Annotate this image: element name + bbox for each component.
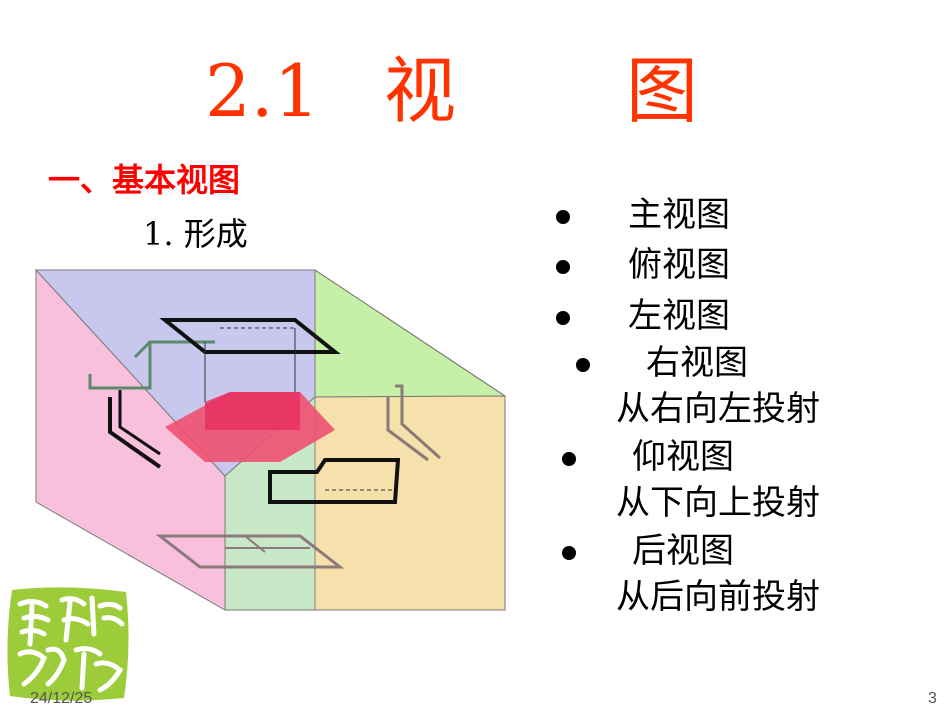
slide-title: 2.1 视 图: [0, 46, 950, 136]
list-item: 右视图: [646, 343, 748, 383]
title-char-1: 视: [384, 49, 457, 133]
section-heading: 一、基本视图: [48, 161, 241, 199]
list-item: 左视图: [628, 296, 730, 336]
title-char-2: 图: [626, 49, 699, 133]
bullet-dot-2: [556, 260, 570, 274]
list-item: 仰视图: [632, 437, 734, 477]
projection-box-figure: [34, 268, 506, 612]
bullet-dot-3: [556, 311, 570, 325]
list-item: 主视图: [628, 195, 730, 235]
bullet-dot-6: [562, 546, 576, 560]
bullet-dot-5: [562, 452, 576, 466]
title-number: 2.1: [205, 49, 320, 133]
page-number: 3: [928, 690, 937, 707]
subheading: 1. 形成: [143, 215, 248, 253]
list-item-note: 从后向前投射: [616, 577, 820, 617]
logo: [7, 587, 129, 701]
list-item-note: 从下向上投射: [616, 483, 820, 523]
list-item: 俯视图: [628, 245, 730, 285]
footer-date: 24/12/25: [30, 690, 93, 707]
bullet-dot-4: [576, 358, 590, 372]
list-item: 后视图: [632, 531, 734, 571]
bullet-dot-1: [556, 210, 570, 224]
list-item-note: 从右向左投射: [616, 389, 820, 429]
